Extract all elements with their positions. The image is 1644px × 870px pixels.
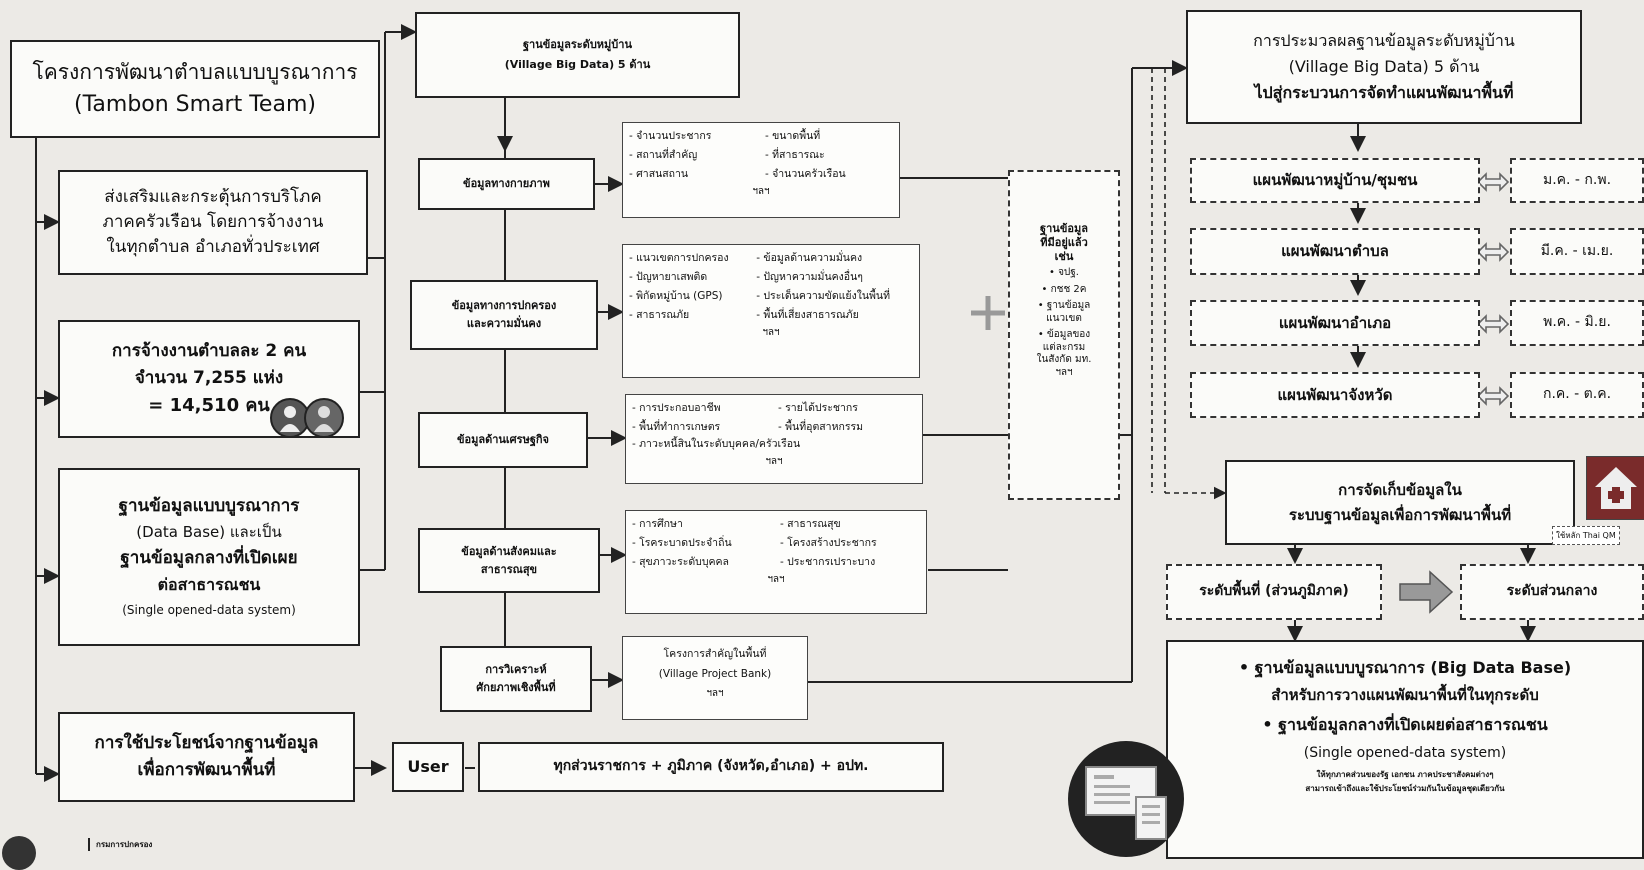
integrated-database-box: ฐานข้อมูลแบบบูรณาการ (Data Base) และเป็น…	[58, 468, 360, 646]
user-description-box: ทุกส่วนราชการ + ภูมิภาค (จังหวัด,อำเภอ) …	[478, 742, 944, 792]
user-box: User	[392, 742, 464, 792]
project-subtitle: (Tambon Smart Team)	[74, 92, 316, 118]
thai-qm-badge	[1586, 456, 1644, 520]
data-storage-box: การจัดเก็บข้อมูลใน ระบบฐานข้อมูลเพื่อการ…	[1225, 460, 1575, 545]
period-district: พ.ค. - มิ.ย.	[1510, 300, 1644, 346]
project-title: โครงการพัฒนาตำบลแบบบูรณาการ	[32, 60, 358, 85]
category-social-health: ข้อมูลด้านสังคมและ สาธารณสุข	[418, 528, 600, 593]
category-governance: ข้อมูลทางการปกครอง และความมั่นคง	[410, 280, 598, 350]
footer-org-name: กรมการปกครอง	[88, 838, 152, 851]
people-icon	[270, 398, 344, 438]
plan-province: แผนพัฒนาจังหวัด	[1190, 372, 1480, 418]
period-province: ก.ค. - ต.ค.	[1510, 372, 1644, 418]
village-big-data-box: ฐานข้อมูลระดับหมู่บ้าน (Village Big Data…	[415, 12, 740, 98]
social-health-items: - การศึกษา - สาธารณสุข - โรคระบาดประจำถิ…	[625, 510, 927, 614]
category-physical: ข้อมูลทางกายภาพ	[418, 158, 595, 210]
period-tambon: มี.ค. - เม.ย.	[1510, 228, 1644, 275]
promote-consumption-box: ส่งเสริมและกระตุ้นการบริโภค ภาคครัวเรือน…	[58, 170, 368, 275]
category-economy: ข้อมูลด้านเศรษฐกิจ	[418, 412, 588, 468]
plan-tambon: แผนพัฒนาตำบล	[1190, 228, 1480, 275]
thai-qm-label: ใช้หลัก Thai QM	[1552, 526, 1620, 545]
home-plus-icon	[1595, 467, 1637, 509]
utilization-box: การใช้ประโยชน์จากฐานข้อมูล เพื่อการพัฒนา…	[58, 712, 355, 802]
project-bank-items: โครงการสำคัญในพื้นที่ (Village Project B…	[622, 636, 808, 720]
ministry-logo	[2, 836, 36, 870]
plan-village: แผนพัฒนาหมู่บ้าน/ชุมชน	[1190, 158, 1480, 203]
plan-district: แผนพัฒนาอำเภอ	[1190, 300, 1480, 346]
project-title-box: โครงการพัฒนาตำบลแบบบูรณาการ (Tambon Smar…	[10, 40, 380, 138]
governance-items: - แนวเขตการปกครอง - ข้อมูลด้านความมั่นคง…	[622, 244, 920, 378]
big-data-base-box: • ฐานข้อมูลแบบบูรณาการ (Big Data Base) ส…	[1166, 640, 1644, 859]
devices-illustration	[1068, 741, 1184, 857]
period-village: ม.ค. - ก.พ.	[1510, 158, 1644, 203]
level-central-box: ระดับส่วนกลาง	[1460, 564, 1644, 620]
processing-box: การประมวลผลฐานข้อมูลระดับหมู่บ้าน (Villa…	[1186, 10, 1582, 124]
level-area-box: ระดับพื้นที่ (ส่วนภูมิภาค)	[1166, 564, 1382, 620]
economy-items: - การประกอบอาชีพ - รายได้ประชากร - พื้นท…	[625, 394, 923, 484]
physical-items: - จำนวนประชากร - ขนาดพื้นที่ - สถานที่สำ…	[622, 122, 900, 218]
existing-database-box: ฐานข้อมูล ที่มีอยู่แล้ว เช่น • จปฐ. • กช…	[1008, 170, 1120, 500]
employment-box: การจ้างงานตำบลละ 2 คน จำนวน 7,255 แห่ง =…	[58, 320, 360, 438]
category-spatial-analysis: การวิเคราะห์ ศักยภาพเชิงพื้นที่	[440, 646, 592, 712]
